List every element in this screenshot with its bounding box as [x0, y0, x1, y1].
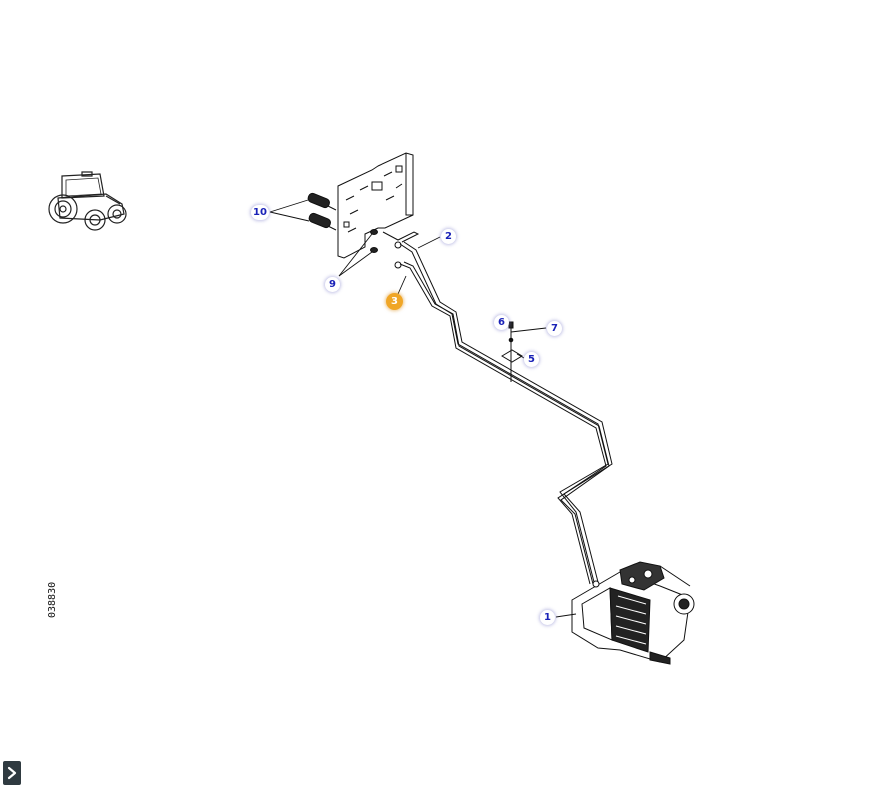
callout-2[interactable]: 2	[441, 229, 456, 244]
quick-couplers	[307, 192, 337, 231]
callout-7[interactable]: 7	[547, 321, 562, 336]
drawing-code: 038830	[47, 581, 58, 618]
expand-panel-button[interactable]	[3, 761, 21, 785]
chevron-right-icon	[7, 766, 17, 780]
callout-10[interactable]: 10	[251, 205, 269, 220]
control-valve-block	[571, 561, 695, 665]
callout-1[interactable]: 1	[540, 610, 555, 625]
callout-9[interactable]: 9	[325, 277, 340, 292]
pipe-clamp	[501, 321, 523, 382]
callout-6[interactable]: 6	[494, 315, 509, 330]
leader-lines	[269, 199, 577, 618]
callout-3-selected[interactable]: 3	[386, 293, 403, 310]
tractor-thumbnail-icon	[48, 171, 127, 231]
mounting-plate	[337, 152, 420, 259]
hydraulic-pipes	[399, 241, 613, 585]
callout-5[interactable]: 5	[524, 352, 539, 367]
fittings	[370, 229, 402, 269]
